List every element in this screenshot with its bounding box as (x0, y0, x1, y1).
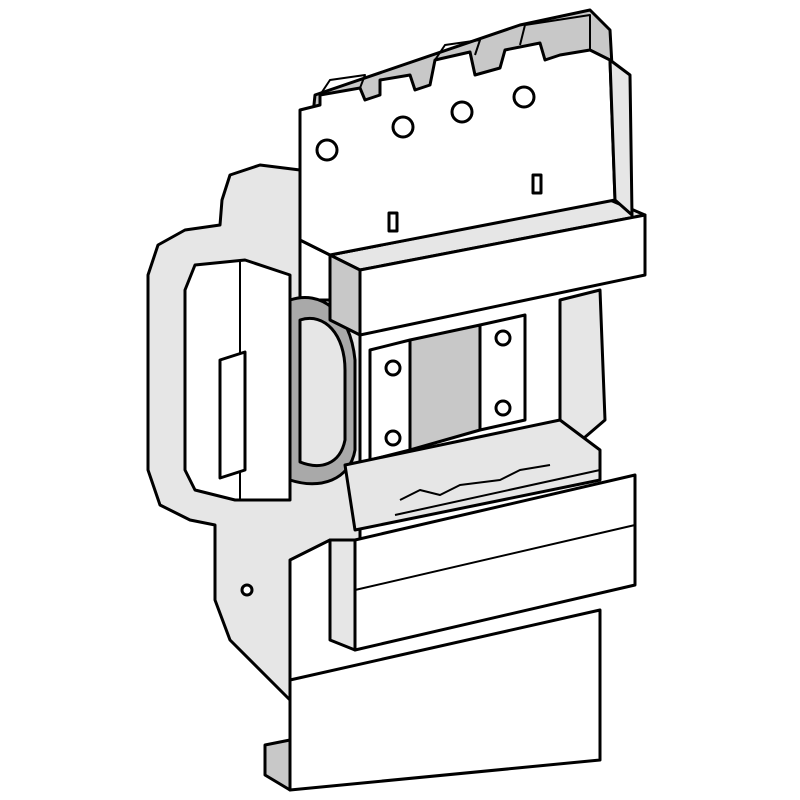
hole-icon (240, 583, 254, 597)
rail (343, 418, 602, 532)
crossbar (218, 198, 647, 480)
bottom-plate (240, 583, 602, 792)
core-uprights (368, 288, 607, 462)
rivet-icon (494, 399, 512, 417)
slot-icon (531, 173, 543, 195)
slot-icon (387, 211, 399, 233)
rivet-icon (384, 429, 402, 447)
rivet-icon (494, 329, 512, 347)
side-clip (218, 350, 247, 480)
base-block (328, 473, 637, 652)
terminal-screw-icon (315, 138, 339, 162)
terminal-screw-icon (450, 100, 474, 124)
coil (288, 296, 357, 486)
terminal-plate (298, 8, 634, 257)
terminal-screw-icon (512, 85, 536, 109)
terminal-screw-icon (391, 115, 415, 139)
rivet-icon (384, 359, 402, 377)
